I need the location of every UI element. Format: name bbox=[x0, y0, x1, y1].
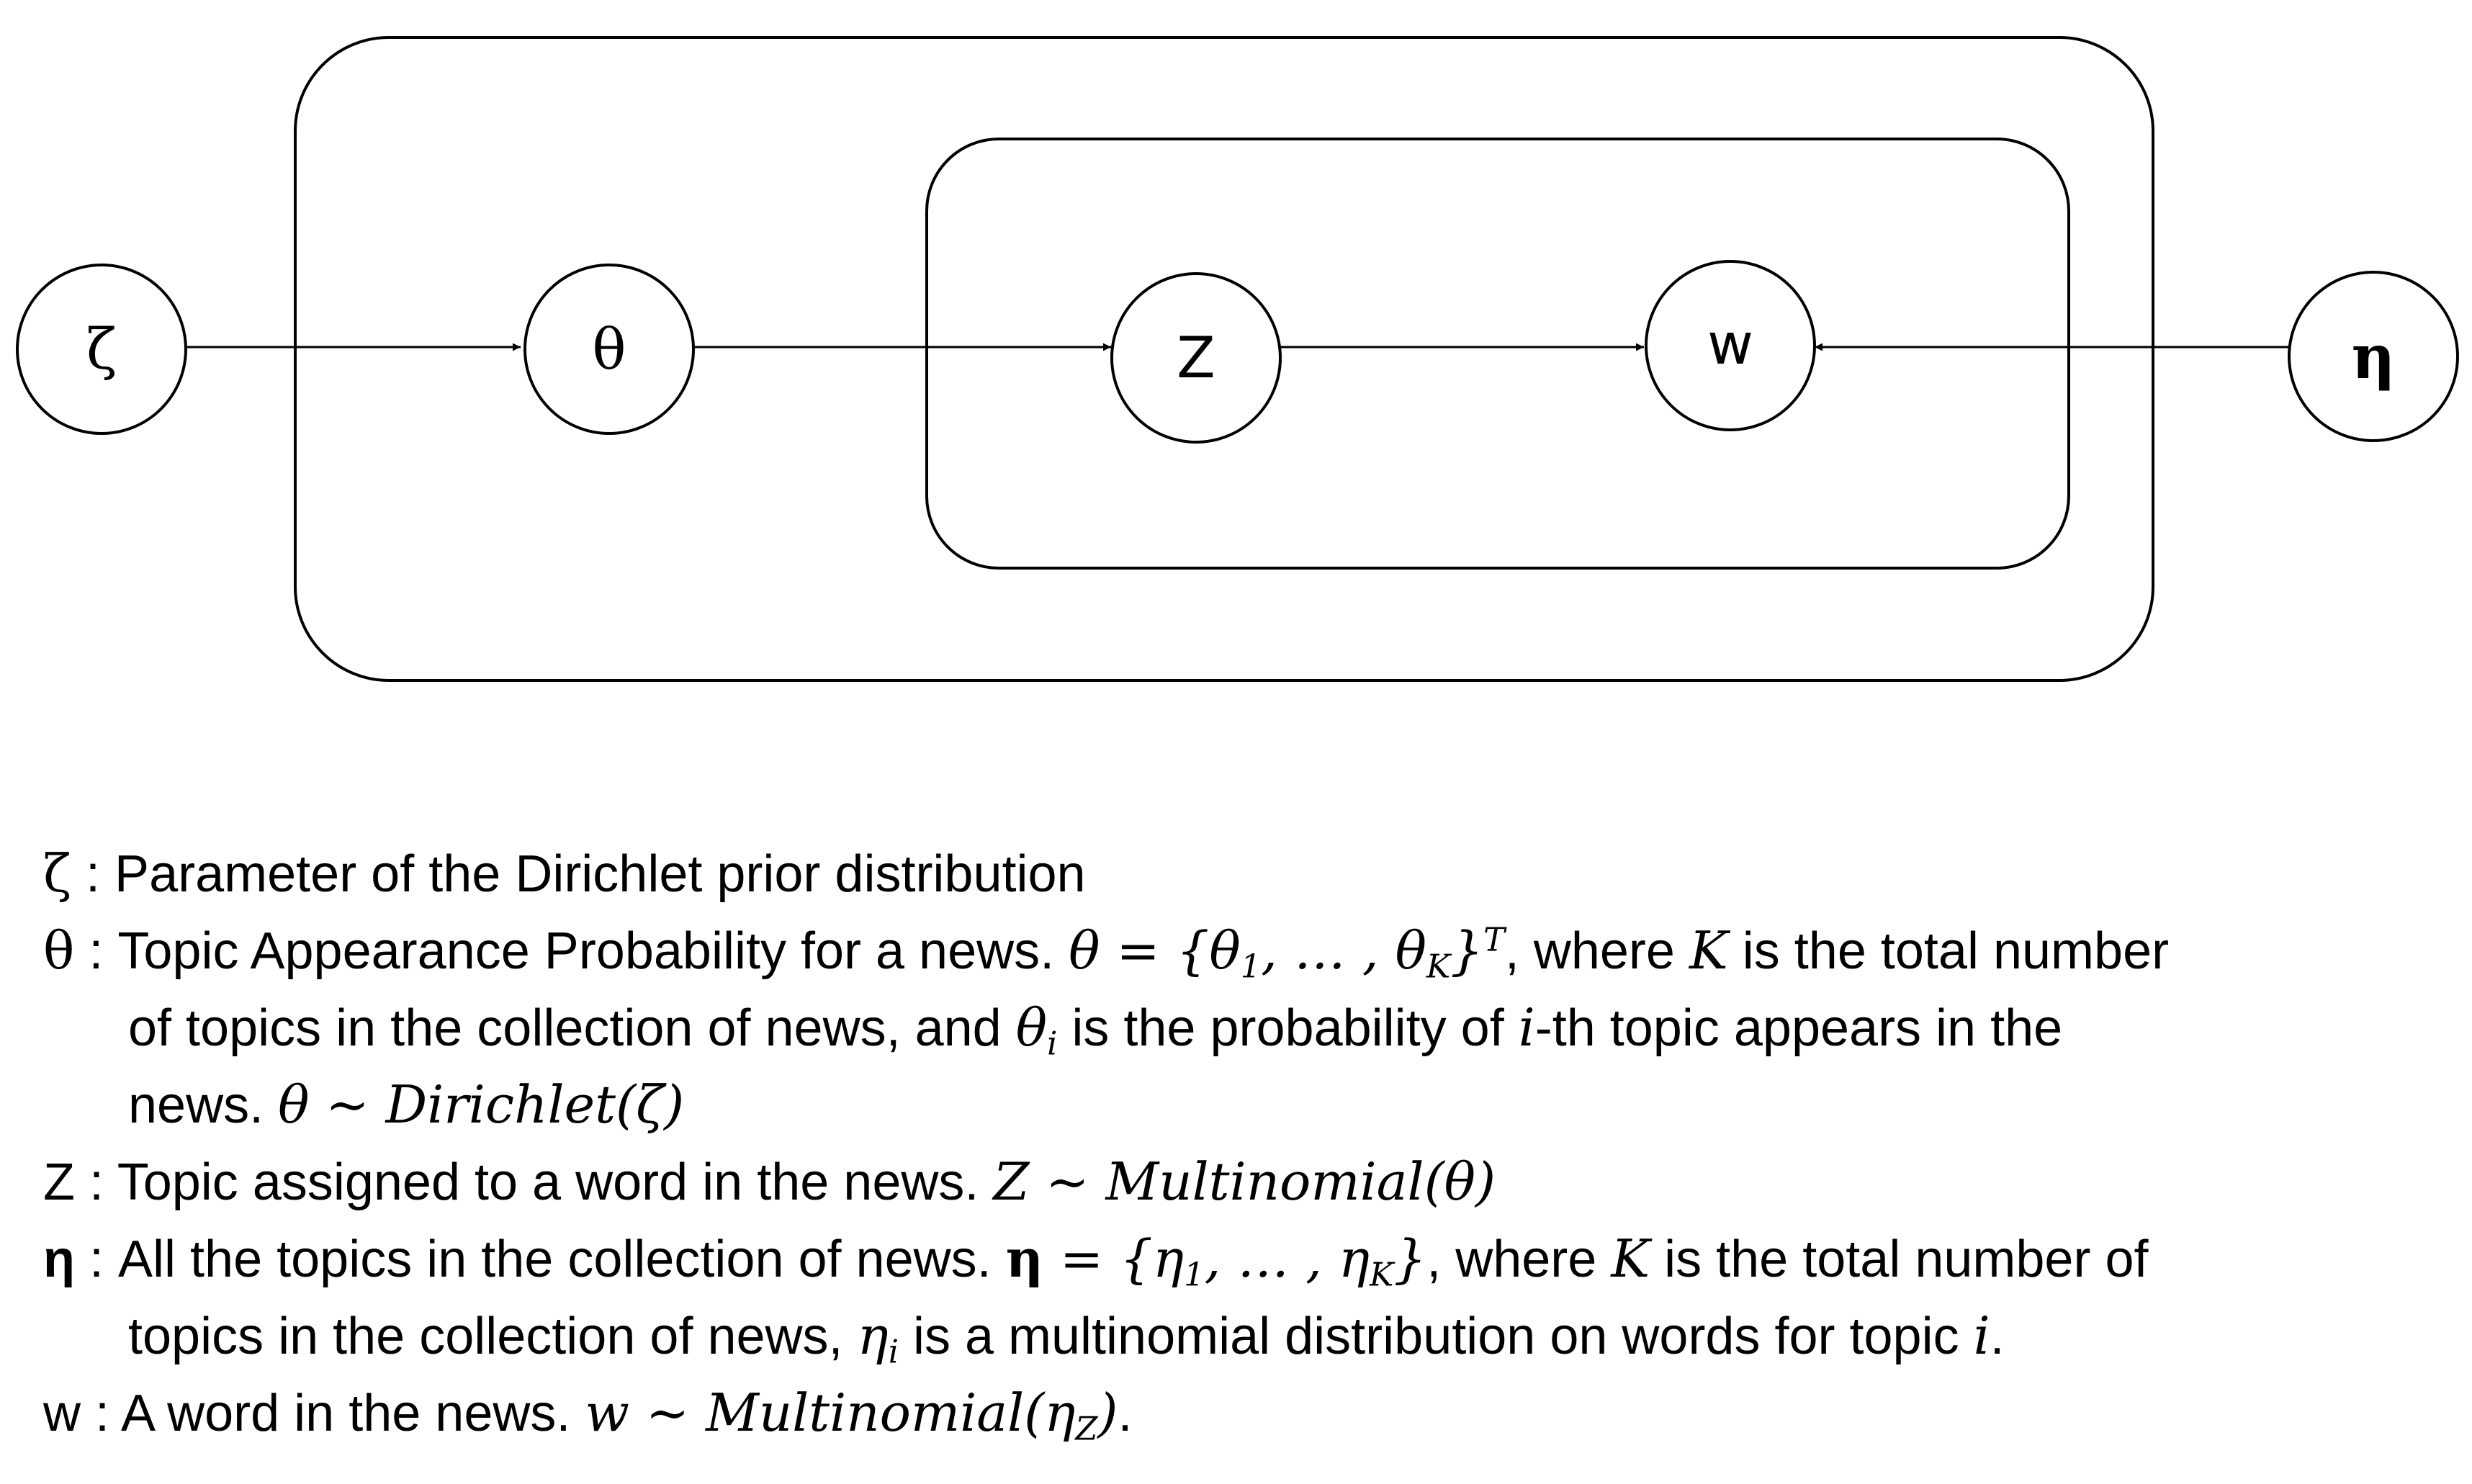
eta-eq-part: , … , η bbox=[1204, 1228, 1370, 1289]
math-i: i bbox=[1973, 1305, 1990, 1366]
legend-text: news. bbox=[128, 1076, 279, 1134]
node-w: w bbox=[1645, 260, 1816, 431]
theta-eq-part: , … , θ bbox=[1261, 920, 1426, 981]
legend-theta: θ : Topic Appearance Probability for a n… bbox=[43, 912, 2434, 989]
node-zeta-label: ζ bbox=[86, 318, 117, 382]
legend-theta-line3: news. θ ~ Dirichlet(ζ) bbox=[43, 1066, 2434, 1143]
legend-text: is the probability of bbox=[1057, 999, 1519, 1057]
theta-dirichlet-eq: θ ~ Dirichlet(ζ) bbox=[278, 1074, 685, 1135]
legend-text: -th topic appears in the bbox=[1534, 999, 2063, 1057]
eta-eq-part: } bbox=[1393, 1228, 1427, 1289]
node-theta-label: θ bbox=[593, 318, 626, 382]
w-eq-part: w ~ Multinomial(η bbox=[585, 1382, 1076, 1443]
legend-text: topics in the collection of news, bbox=[128, 1308, 858, 1365]
legend-zeta: ζ : Parameter of the Dirichlet prior dis… bbox=[43, 835, 2434, 912]
legend-text: is a multinomial distribution on words f… bbox=[898, 1308, 1974, 1365]
node-eta-label: η bbox=[2351, 321, 2395, 392]
plate-diagram: ζ θ Z w η bbox=[16, 36, 2459, 682]
legend-theta-line2: of topics in the collection of news, and… bbox=[43, 989, 2434, 1066]
eta-eq-part: = {η bbox=[1043, 1228, 1185, 1289]
legend-text: : A word in the news. bbox=[81, 1385, 585, 1442]
legend-eta-line2: topics in the collection of news, ηi is … bbox=[43, 1298, 2434, 1375]
legend-theta-text: : Topic Appearance Probability for a new… bbox=[74, 922, 1069, 980]
theta-eq-part: θ = {θ bbox=[1069, 920, 1241, 981]
node-theta: θ bbox=[523, 264, 695, 435]
math-k: K bbox=[1611, 1228, 1650, 1289]
theta-sup-t: T bbox=[1483, 921, 1505, 959]
eta-sub-i: i bbox=[888, 1333, 899, 1371]
legend-eta-symbol: η bbox=[43, 1231, 75, 1288]
math-bold-eta: η bbox=[1005, 1228, 1044, 1289]
math-i: i bbox=[1518, 997, 1535, 1058]
legend-text: . bbox=[1990, 1308, 2005, 1365]
legend-z: Z : Topic assigned to a word in the news… bbox=[43, 1143, 2434, 1220]
inner-plate bbox=[925, 138, 2070, 570]
w-equation: w ~ Multinomial(ηZ) bbox=[585, 1382, 1118, 1445]
eta-sub-1: 1 bbox=[1184, 1256, 1205, 1294]
legend-text: . bbox=[1118, 1385, 1133, 1442]
math-eta-i: η bbox=[857, 1305, 889, 1366]
legend: ζ : Parameter of the Dirichlet prior dis… bbox=[43, 835, 2434, 1452]
legend-w-symbol: w bbox=[43, 1385, 81, 1442]
outer-plate bbox=[294, 36, 2154, 682]
eta-equation: = {η1, … , ηK} bbox=[1043, 1228, 1427, 1291]
legend-text: is the total number of bbox=[1650, 1231, 2149, 1288]
legend-eta: η : All the topics in the collection of … bbox=[43, 1220, 2434, 1298]
w-eq-part: ) bbox=[1097, 1382, 1118, 1443]
legend-text: : All the topics in the collection of ne… bbox=[74, 1231, 1006, 1288]
theta-sub-1: 1 bbox=[1240, 948, 1262, 986]
math-k: K bbox=[1689, 920, 1728, 981]
theta-equation: θ = {θ1, … , θK}T bbox=[1069, 920, 1505, 983]
math-theta-i: θ bbox=[1015, 997, 1048, 1058]
legend-zeta-text: : Parameter of the Dirichlet prior distr… bbox=[71, 845, 1086, 903]
node-w-label: w bbox=[1707, 312, 1753, 377]
z-multinomial-eq: Z ~ Multinomial(θ) bbox=[993, 1151, 1496, 1212]
legend-z-symbol: Z bbox=[43, 1154, 75, 1211]
w-sub-z: Z bbox=[1075, 1410, 1098, 1448]
node-eta: η bbox=[2288, 271, 2459, 442]
legend-w: w : A word in the news. w ~ Multinomial(… bbox=[43, 1375, 2434, 1452]
legend-theta-symbol: θ bbox=[43, 920, 75, 981]
eta-sub-k: K bbox=[1370, 1256, 1394, 1294]
legend-zeta-symbol: ζ bbox=[43, 843, 72, 904]
theta-eq-part: } bbox=[1450, 920, 1484, 981]
legend-text: : Topic assigned to a word in the news. bbox=[74, 1154, 994, 1211]
theta-sub-k: K bbox=[1426, 948, 1451, 986]
legend-text: , where bbox=[1504, 922, 1689, 980]
node-z: Z bbox=[1110, 272, 1282, 444]
legend-text: is the total number bbox=[1727, 922, 2170, 980]
theta-sub-i: i bbox=[1047, 1025, 1058, 1063]
legend-text: of topics in the collection of news, and bbox=[128, 999, 1016, 1057]
node-zeta: ζ bbox=[16, 264, 187, 435]
legend-text: , where bbox=[1426, 1231, 1612, 1288]
node-z-label: Z bbox=[1177, 326, 1215, 391]
